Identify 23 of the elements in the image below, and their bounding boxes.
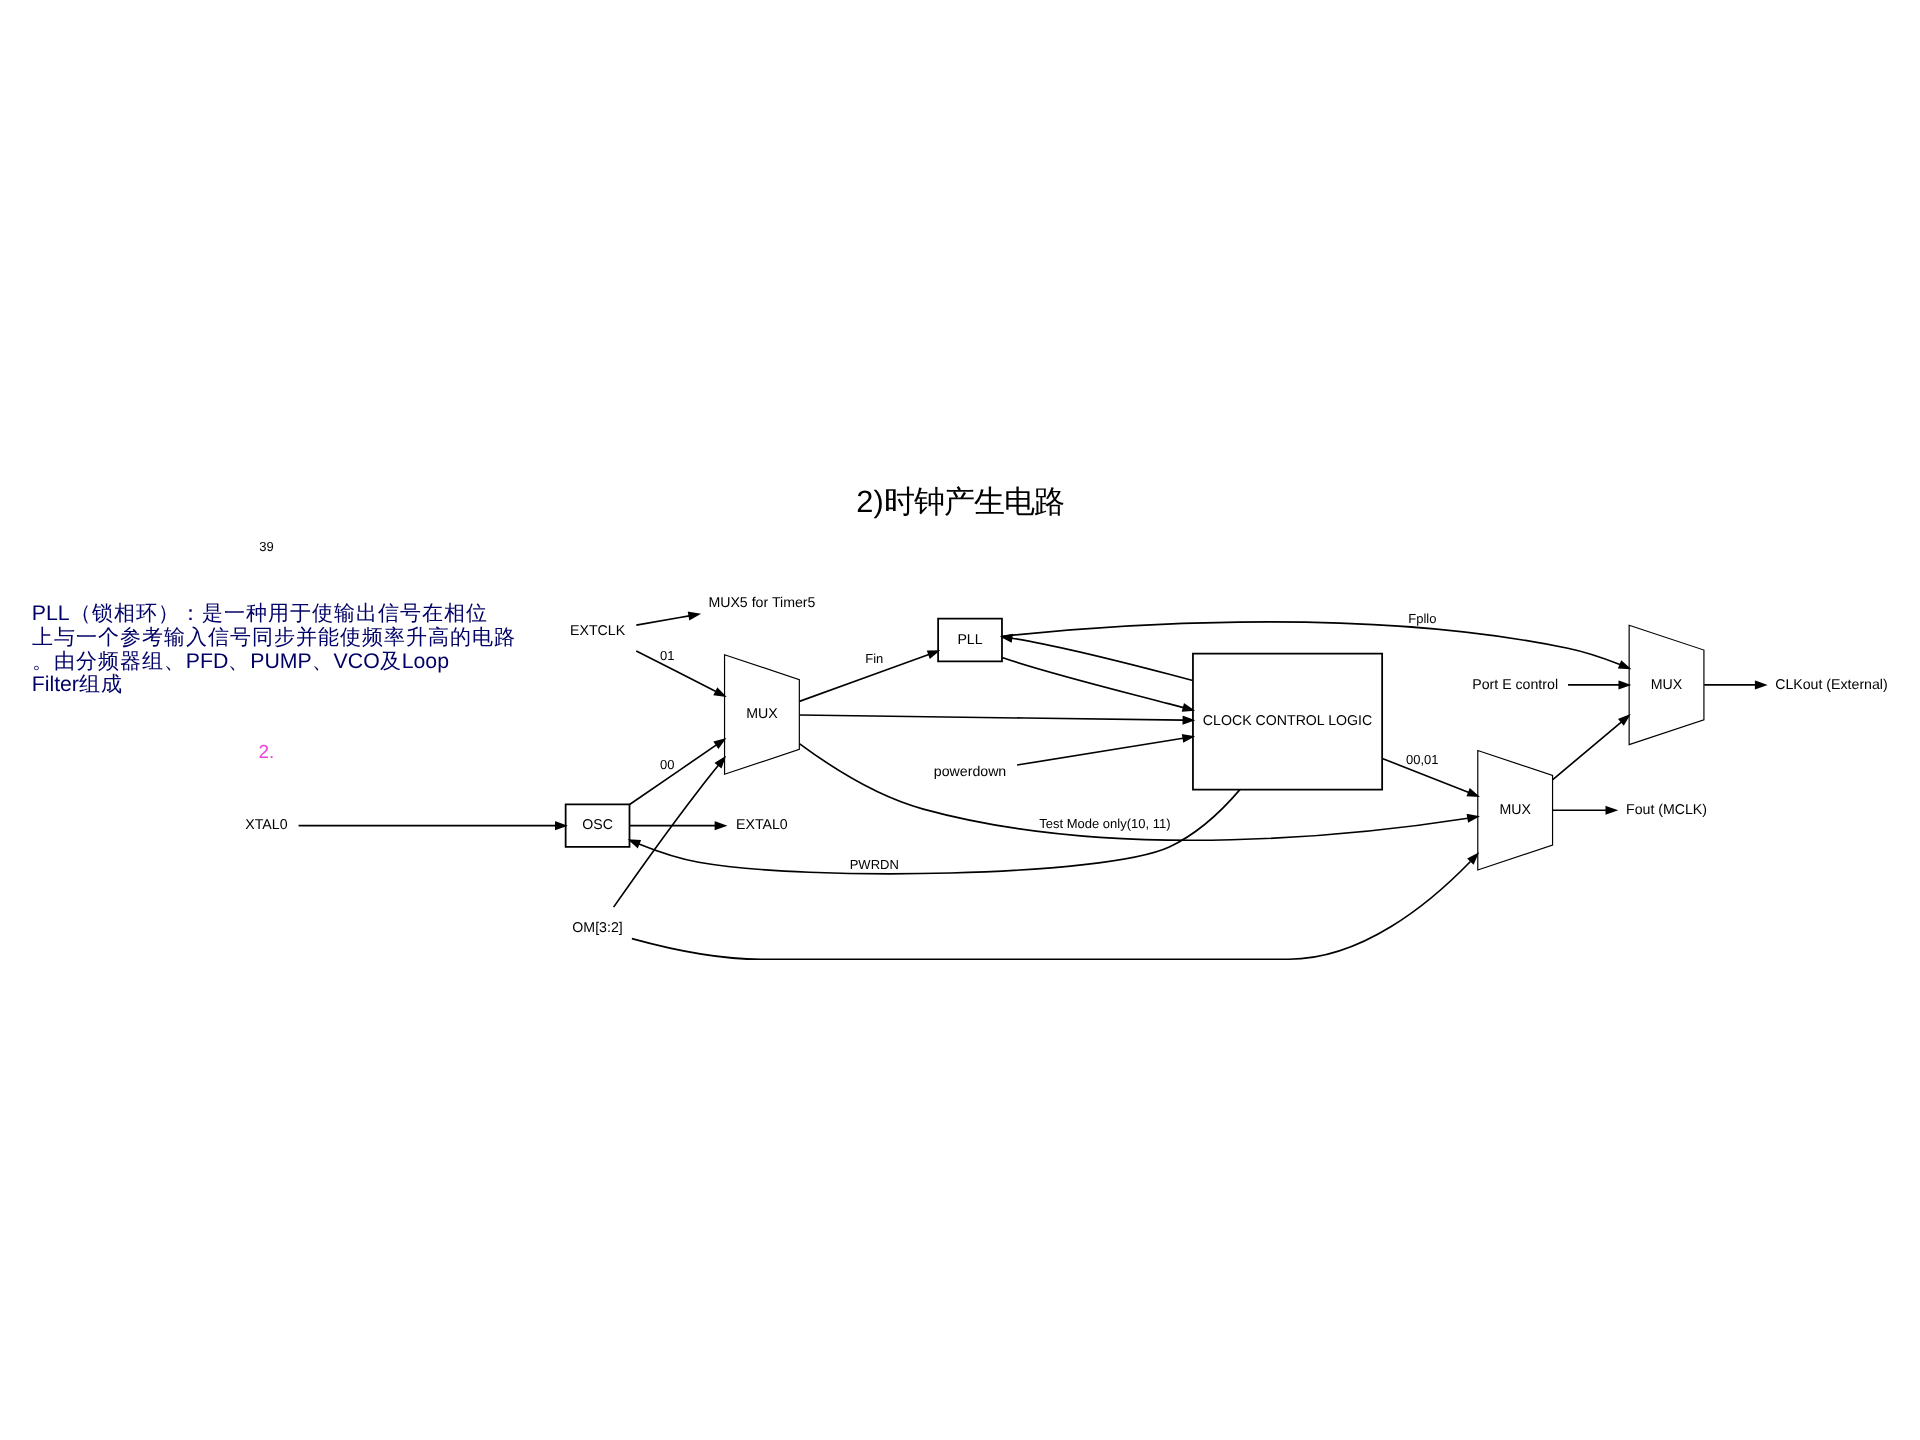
arrow [635,610,702,625]
arrow [297,820,568,830]
arrow [627,787,1241,874]
arrow [1381,756,1480,796]
label: 2. [258,741,275,764]
diagram-title: 2)时钟产生电路 [856,485,1064,520]
arrow [798,713,1196,724]
arrow [1551,804,1619,814]
arrow [798,649,941,702]
arrow [798,741,1480,841]
arrow [1567,679,1632,689]
arrow [628,737,727,805]
arrow [612,754,727,907]
arrow [1001,620,1632,669]
arrow [628,820,728,830]
arrow [1703,679,1768,689]
arrow [1016,732,1196,765]
arrow [999,632,1194,681]
arrow [635,649,727,697]
arrow [1001,655,1196,711]
label: PLL（锁相环）：是一种用于使输出信号在相位上与一个参考输入信号同步并能使频率升高的电路。由分频器组、PFD、PUMP、VCO及Loop Filter组成 [31,601,516,697]
arrow [1551,713,1631,780]
arrow [631,851,1480,960]
